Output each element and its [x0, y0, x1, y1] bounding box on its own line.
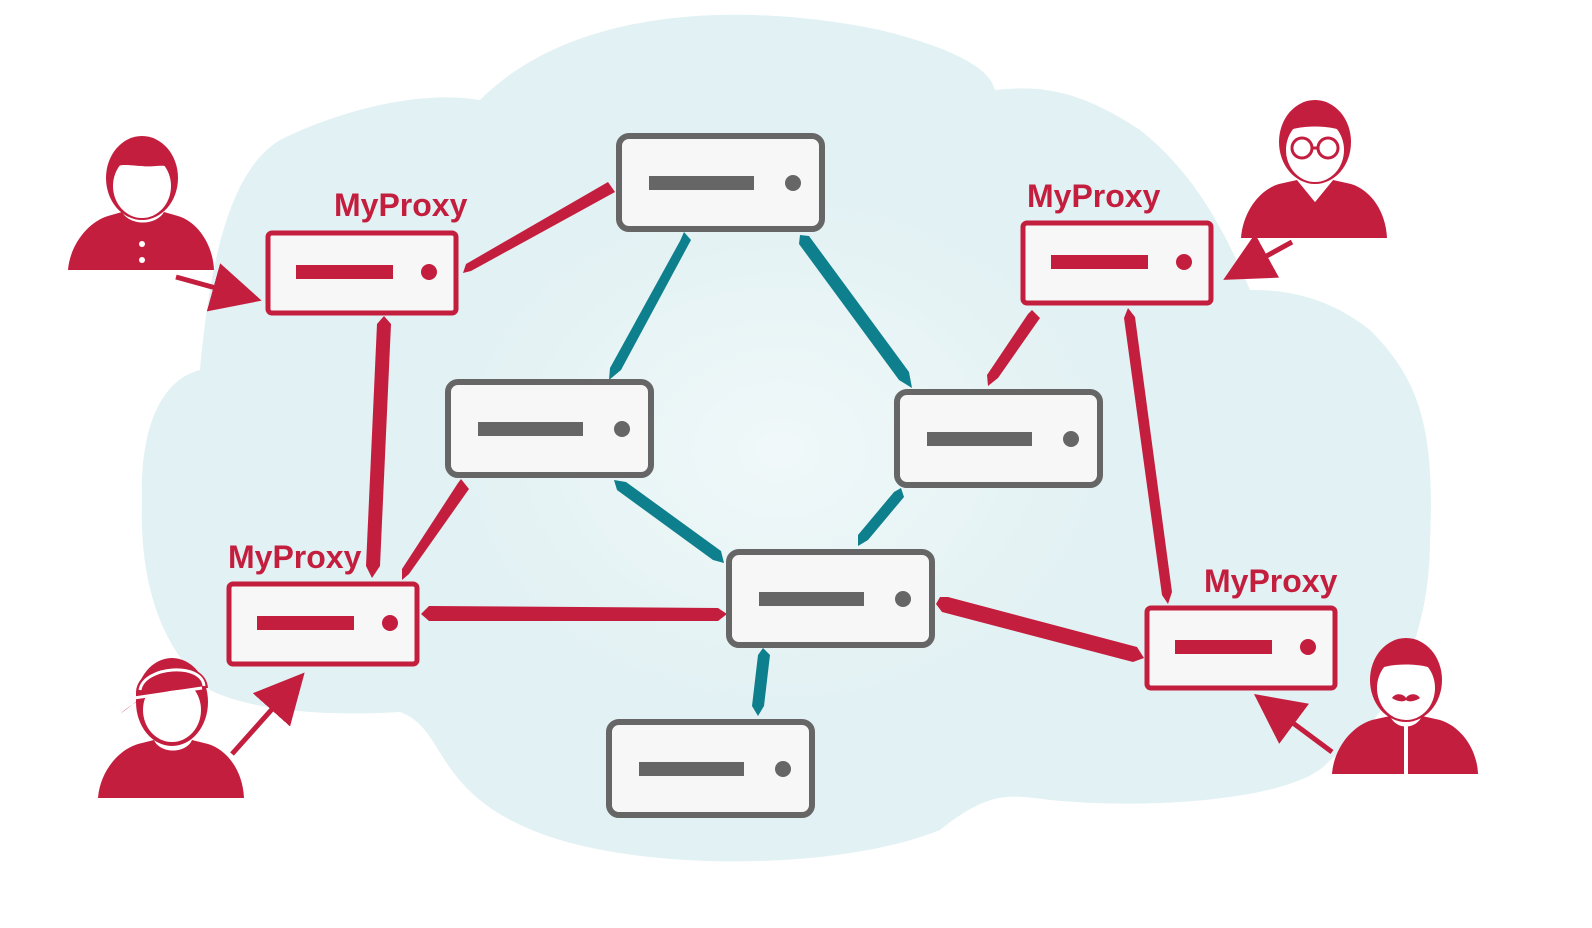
relay-bottom — [606, 719, 815, 818]
proxy-top-left-label: MyProxy — [334, 187, 468, 223]
relay-center — [726, 549, 935, 648]
relay-top — [616, 133, 825, 232]
link-relay-top-to-relay-mid-left — [609, 232, 691, 380]
user-bottom-right-face — [1377, 656, 1435, 720]
link-proxy-bottom-left-to-relay-center — [421, 606, 727, 621]
user-top-left-hair — [110, 152, 174, 170]
arrow-user-bottom-right — [1253, 694, 1334, 755]
relay-servers — [445, 133, 1103, 818]
proxy-servers — [226, 220, 1338, 691]
link-proxy-top-left-to-relay-top — [463, 182, 615, 273]
link-relay-center-to-relay-bottom — [752, 648, 770, 716]
proxy-top-right-label: MyProxy — [1027, 178, 1161, 214]
link-proxy-top-left-to-proxy-bottom-left — [366, 316, 391, 578]
user-arrows — [175, 233, 1334, 756]
network-links — [609, 232, 912, 716]
proxy-links — [366, 182, 1172, 662]
users — [68, 100, 1478, 798]
user-bottom-right — [1332, 638, 1478, 774]
user-top-right-body — [1241, 180, 1387, 238]
link-relay-mid-right-to-relay-center — [858, 488, 904, 546]
link-proxy-top-right-to-proxy-bottom-right — [1124, 308, 1172, 604]
user-top-left — [68, 136, 214, 270]
user-bottom-left — [98, 658, 244, 798]
proxy-top-right — [1020, 220, 1214, 306]
proxy-top-left — [265, 230, 459, 316]
proxy-bottom-left — [226, 581, 420, 667]
cap-icon — [120, 665, 208, 714]
user-top-left-face — [113, 154, 171, 218]
link-proxy-bottom-left-to-relay-mid-left — [402, 479, 469, 580]
user-bottom-left-body — [98, 740, 244, 798]
link-relay-center-to-proxy-bottom-right — [936, 597, 1144, 662]
link-proxy-top-right-to-relay-mid-right — [987, 310, 1040, 386]
mustache-icon — [1392, 694, 1420, 702]
proxy-labels: MyProxy MyProxy MyProxy MyProxy — [228, 178, 1338, 599]
arrow-user-top-left — [175, 263, 262, 312]
proxy-bottom-right — [1144, 605, 1338, 691]
arrow-user-top-right — [1223, 233, 1294, 280]
arrow-user-bottom-left — [230, 672, 305, 756]
proxy-bottom-left-label: MyProxy — [228, 539, 362, 575]
user-top-left-body — [68, 212, 214, 270]
proxy-bottom-right-label: MyProxy — [1204, 563, 1338, 599]
glasses-icon — [1290, 136, 1340, 160]
relay-mid-right — [894, 389, 1103, 488]
user-top-right — [1241, 100, 1387, 238]
relay-mid-left — [445, 379, 654, 478]
user-top-right-face — [1286, 118, 1344, 182]
link-relay-top-to-relay-mid-right — [799, 235, 912, 388]
link-relay-mid-left-to-relay-center — [614, 480, 724, 563]
